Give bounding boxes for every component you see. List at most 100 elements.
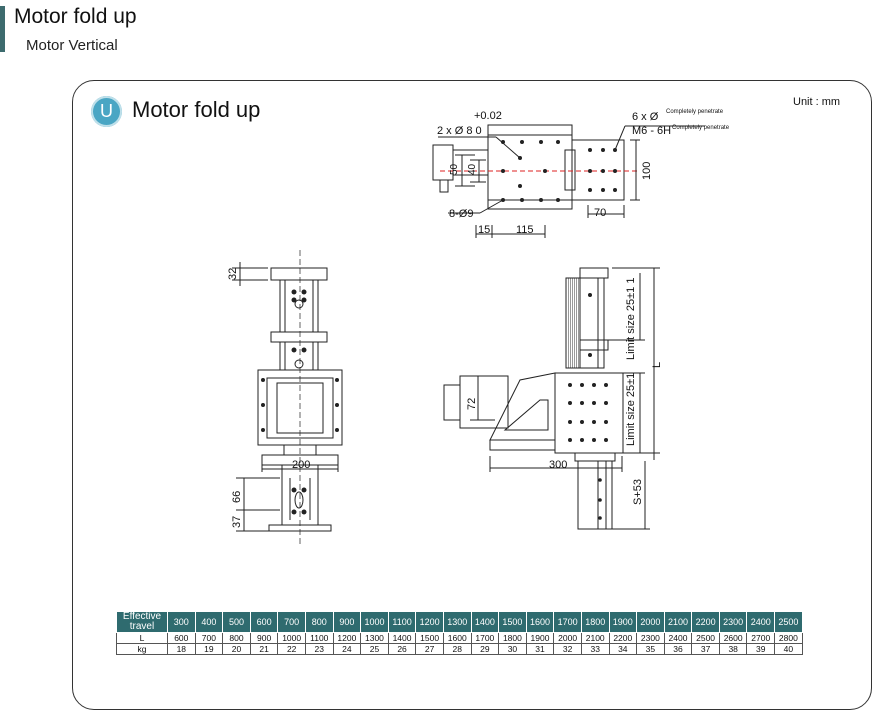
- table-cell: 18: [167, 643, 196, 655]
- table-cell: 27: [415, 643, 444, 655]
- table-cell: 1300: [360, 632, 389, 644]
- table-cell: 2500: [774, 611, 803, 633]
- table-cell: 24: [332, 643, 362, 655]
- table-cell: 500: [222, 611, 251, 633]
- limit-size-2: Limit size 25±1: [625, 373, 637, 446]
- table-cell: 1800: [498, 632, 527, 644]
- u-badge-icon: U: [91, 96, 122, 127]
- table-cell: 1900: [525, 632, 555, 644]
- table-cell: 2800: [774, 632, 803, 644]
- dim-200: 200: [292, 459, 310, 471]
- table-cell: 600: [249, 611, 279, 633]
- table-cell: 1100: [387, 611, 417, 633]
- table-cell: 300: [167, 611, 196, 633]
- table-cell: 34: [608, 643, 638, 655]
- table-cell: 1500: [415, 632, 444, 644]
- table-cell: 900: [249, 632, 279, 644]
- table-cell: 26: [387, 643, 417, 655]
- table-cell: 2700: [746, 632, 776, 644]
- table-cell: 22: [277, 643, 306, 655]
- dim-37: 37: [231, 516, 243, 528]
- side-view-drawing: [443, 267, 660, 530]
- dim-72: 72: [466, 398, 478, 410]
- dim-15: 15: [478, 224, 490, 236]
- table-cell: 2200: [691, 611, 720, 633]
- table-cell: 38: [718, 643, 748, 655]
- table-cell: 25: [360, 643, 389, 655]
- table-cell: 700: [194, 632, 224, 644]
- table-cell: 900: [332, 611, 362, 633]
- table-cell: 32: [553, 643, 582, 655]
- table-cell: 1200: [332, 632, 362, 644]
- table-cell: 1700: [553, 611, 582, 633]
- table-cell: 37: [691, 643, 720, 655]
- limit-size-1: Limit size 25±1 1: [625, 278, 637, 360]
- table-cell: 2400: [663, 632, 693, 644]
- table-cell: 31: [525, 643, 555, 655]
- table-cell: 2000: [636, 611, 665, 633]
- table-cell: 29: [470, 643, 500, 655]
- table-cell: 1700: [470, 632, 500, 644]
- table-cell: 2500: [691, 632, 720, 644]
- dim-66: 66: [231, 491, 243, 503]
- header-accent-bar: [0, 6, 5, 52]
- row-label: kg: [116, 643, 168, 655]
- table-cell: 1000: [277, 632, 306, 644]
- table-cell: 2400: [746, 611, 776, 633]
- dim-s53: S+53: [632, 479, 644, 505]
- table-cell: 1900: [608, 611, 638, 633]
- table-cell: 39: [746, 643, 776, 655]
- table-cell: 2300: [718, 611, 748, 633]
- front-view-drawing: [232, 250, 343, 545]
- row-label: L: [116, 632, 168, 644]
- tap-thread-text: M6 - 6H: [632, 125, 671, 137]
- dim-L: L: [651, 362, 663, 368]
- panel-title: Motor fold up: [132, 97, 261, 122]
- hole-dim-text: 2 x Ø 8 0: [437, 125, 482, 137]
- table-cell: 20: [222, 643, 251, 655]
- table-cell: 33: [580, 643, 610, 655]
- dim-70: 70: [594, 207, 606, 219]
- tap-note-2: Completely penetrate: [672, 125, 730, 131]
- drawing-panel: [72, 80, 872, 710]
- bolt-holes-text: 8-Ø9: [449, 208, 473, 220]
- page-subtitle: Motor Vertical: [26, 37, 118, 54]
- tap-note-1: Completely penetrate: [666, 109, 724, 115]
- table-cell: 23: [304, 643, 334, 655]
- tol-text: +0.02: [474, 110, 502, 122]
- top-view-drawing: [432, 124, 705, 238]
- table-cell: 21: [249, 643, 279, 655]
- table-cell: 1200: [415, 611, 444, 633]
- table-cell: 800: [304, 611, 334, 633]
- table-cell: 600: [167, 632, 196, 644]
- unit-label: Unit : mm: [793, 96, 841, 108]
- dim-115: 115: [516, 224, 534, 236]
- table-cell: 1000: [360, 611, 389, 633]
- table-cell: 2100: [580, 632, 610, 644]
- table-cell: 1600: [442, 632, 472, 644]
- table-cell: 35: [636, 643, 665, 655]
- table-cell: 30: [498, 643, 527, 655]
- table-cell: 1600: [525, 611, 555, 633]
- row-label: Effective travel: [116, 611, 168, 633]
- table-cell: 1100: [304, 632, 334, 644]
- table-cell: 1800: [580, 611, 610, 633]
- table-cell: 1400: [387, 632, 417, 644]
- table-cell: 2100: [663, 611, 693, 633]
- dim-50: 50: [449, 163, 460, 175]
- table-cell: 2300: [636, 632, 665, 644]
- table-cell: 1300: [442, 611, 472, 633]
- dim-32: 32: [227, 268, 239, 280]
- table-cell: 1500: [498, 611, 527, 633]
- table-cell: 2600: [718, 632, 748, 644]
- tap-holes-text: 6 x Ø: [632, 111, 659, 123]
- table-cell: 2200: [608, 632, 638, 644]
- table-cell: 36: [663, 643, 693, 655]
- dim-300: 300: [549, 459, 567, 471]
- table-cell: 19: [194, 643, 224, 655]
- dim-100: 100: [641, 162, 653, 180]
